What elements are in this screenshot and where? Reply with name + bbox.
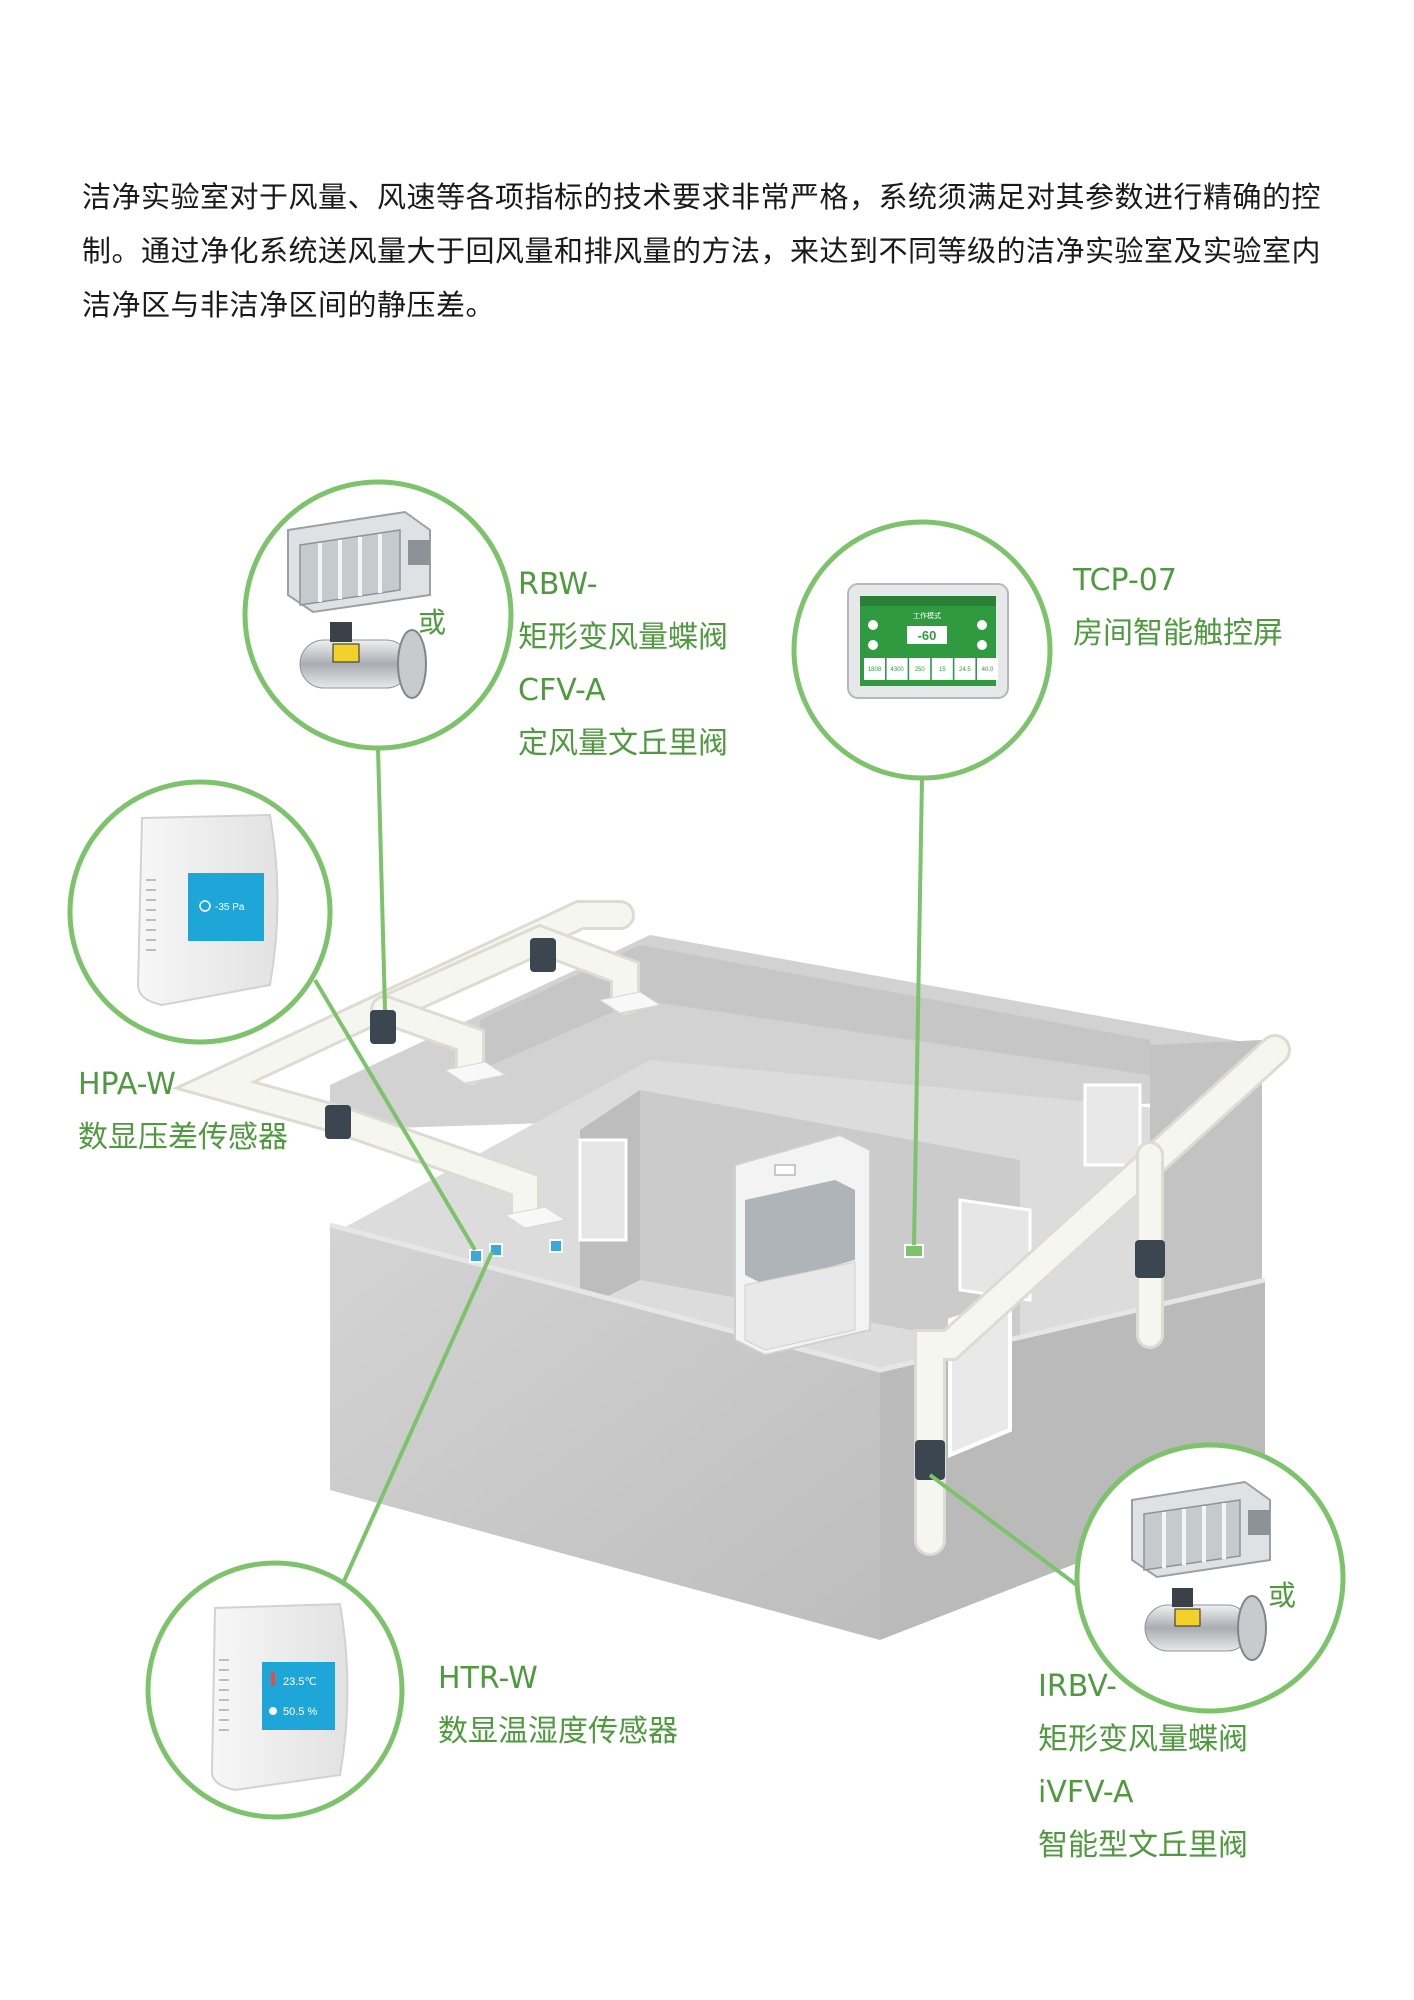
irbv-ivfv-callout: 或 [1074, 1442, 1346, 1714]
hpa-model: HPA-W [78, 1067, 176, 1102]
screen-cell [864, 658, 885, 680]
or-label: 或 [1268, 1580, 1296, 1611]
duct-outlet [443, 1061, 507, 1084]
tcp-marker [904, 1244, 924, 1258]
screen-cell [909, 658, 931, 680]
htr-model: HTR-W [438, 1661, 538, 1696]
irbv-name: 矩形变风量蝶阀 [1038, 1722, 1248, 1757]
front-left-wall [330, 1225, 880, 1640]
hpa-label-group: HPA-W 数显压差传感器 [78, 1058, 288, 1164]
intro-paragraph: 洁净实验室对于风量、风速等各项指标的技术要求非常严格，系统须满足对其参数进行精确… [82, 170, 1362, 332]
duct-outlet [503, 1206, 567, 1229]
hpa-marker [469, 1249, 483, 1263]
rectangular-damper-icon [287, 510, 431, 614]
sensor-marker [549, 1239, 563, 1253]
right-wall [1150, 1040, 1262, 1340]
touch-panel-device: -60 工作模式 1808 4300 250 15 24.5 40.0 [847, 583, 1009, 699]
screen-value: -60 [918, 628, 937, 643]
screen-cell-value: 250 [915, 667, 926, 673]
rbw-name: 矩形变风量蝶阀 [518, 620, 728, 655]
ivfv-model: iVFV-A [1038, 1775, 1134, 1810]
rbw-model: RBW- [518, 567, 598, 602]
htr-callout: 23.5℃ 50.5 % [145, 1560, 405, 1820]
partition-wall-rear [480, 945, 1150, 1075]
intro-line-3: 洁净区与非洁净区间的静压差。 [82, 288, 496, 322]
hpa-callout: -35 Pa [67, 779, 333, 1045]
valve-icon [530, 938, 556, 972]
screen-cell-value: 24.5 [959, 667, 971, 673]
cfv-name: 定风量文丘里阀 [518, 726, 728, 761]
valve-icon [915, 1440, 945, 1480]
ivfv-name: 智能型文丘里阀 [1038, 1828, 1248, 1863]
tcp-model: TCP-07 [1073, 563, 1177, 598]
screen-cell-value: 4300 [890, 667, 904, 673]
screen-cell-value: 15 [939, 667, 946, 673]
screen-title: 工作模式 [913, 611, 941, 620]
tcp-label-group: TCP-07 房间智能触控屏 [1073, 554, 1283, 660]
duct-outlet [598, 991, 662, 1014]
rbw-cfv-callout: 或 [242, 479, 514, 751]
temperature-display: 23.5℃ [283, 1676, 317, 1688]
valve-icon [370, 1010, 396, 1044]
rectangular-damper-icon [1131, 1480, 1271, 1579]
droplet-icon [269, 1707, 277, 1715]
screen-cell [931, 658, 953, 680]
cfv-model: CFV-A [518, 673, 606, 708]
intro-line-2: 制。通过净化系统送风量大于回风量和排风量的方法，来达到不同等级的洁净实验室及实验… [82, 234, 1322, 268]
room-model [171, 900, 1291, 1640]
connector-lines [313, 747, 1092, 1597]
irbv-model: IRBV- [1038, 1669, 1117, 1704]
intro-line-1: 洁净实验室对于风量、风速等各项指标的技术要求非常严格，系统须满足对其参数进行精确… [82, 180, 1322, 214]
screen-cell-value: 40.0 [982, 667, 994, 673]
screen-cell [954, 658, 976, 680]
humidity-display: 50.5 % [283, 1706, 317, 1718]
htr-label-group: HTR-W 数显温湿度传感器 [438, 1652, 678, 1758]
pressure-icon [199, 900, 211, 912]
or-label: 或 [418, 607, 446, 638]
temp-humidity-sensor-device: 23.5℃ 50.5 % [210, 1602, 349, 1792]
irbv-label-group: IRBV- 矩形变风量蝶阀 iVFV-A 智能型文丘里阀 [1038, 1660, 1248, 1872]
venturi-valve-icon [1144, 1588, 1267, 1661]
hpa-name: 数显压差传感器 [78, 1120, 288, 1155]
valve-icon [1135, 1240, 1165, 1278]
screen-cell-value: 1808 [868, 667, 882, 673]
tcp-callout: -60 工作模式 1808 4300 250 15 24.5 40.0 [791, 519, 1053, 781]
door-back [1083, 1083, 1142, 1167]
screen-cell [886, 658, 908, 680]
valve-icon [325, 1105, 351, 1139]
pressure-display: -35 Pa [215, 902, 245, 913]
fume-hood [734, 1133, 871, 1357]
thermometer-icon [271, 1672, 275, 1686]
htr-name: 数显温湿度传感器 [438, 1714, 678, 1749]
rbw-label-group: RBW- 矩形变风量蝶阀 CFV-A 定风量文丘里阀 [518, 558, 728, 770]
door-left [578, 1138, 628, 1242]
screen-cell [977, 658, 998, 680]
venturi-valve-icon [299, 622, 427, 699]
tcp-name: 房间智能触控屏 [1073, 616, 1283, 651]
pressure-sensor-device: -35 Pa [136, 813, 279, 1007]
